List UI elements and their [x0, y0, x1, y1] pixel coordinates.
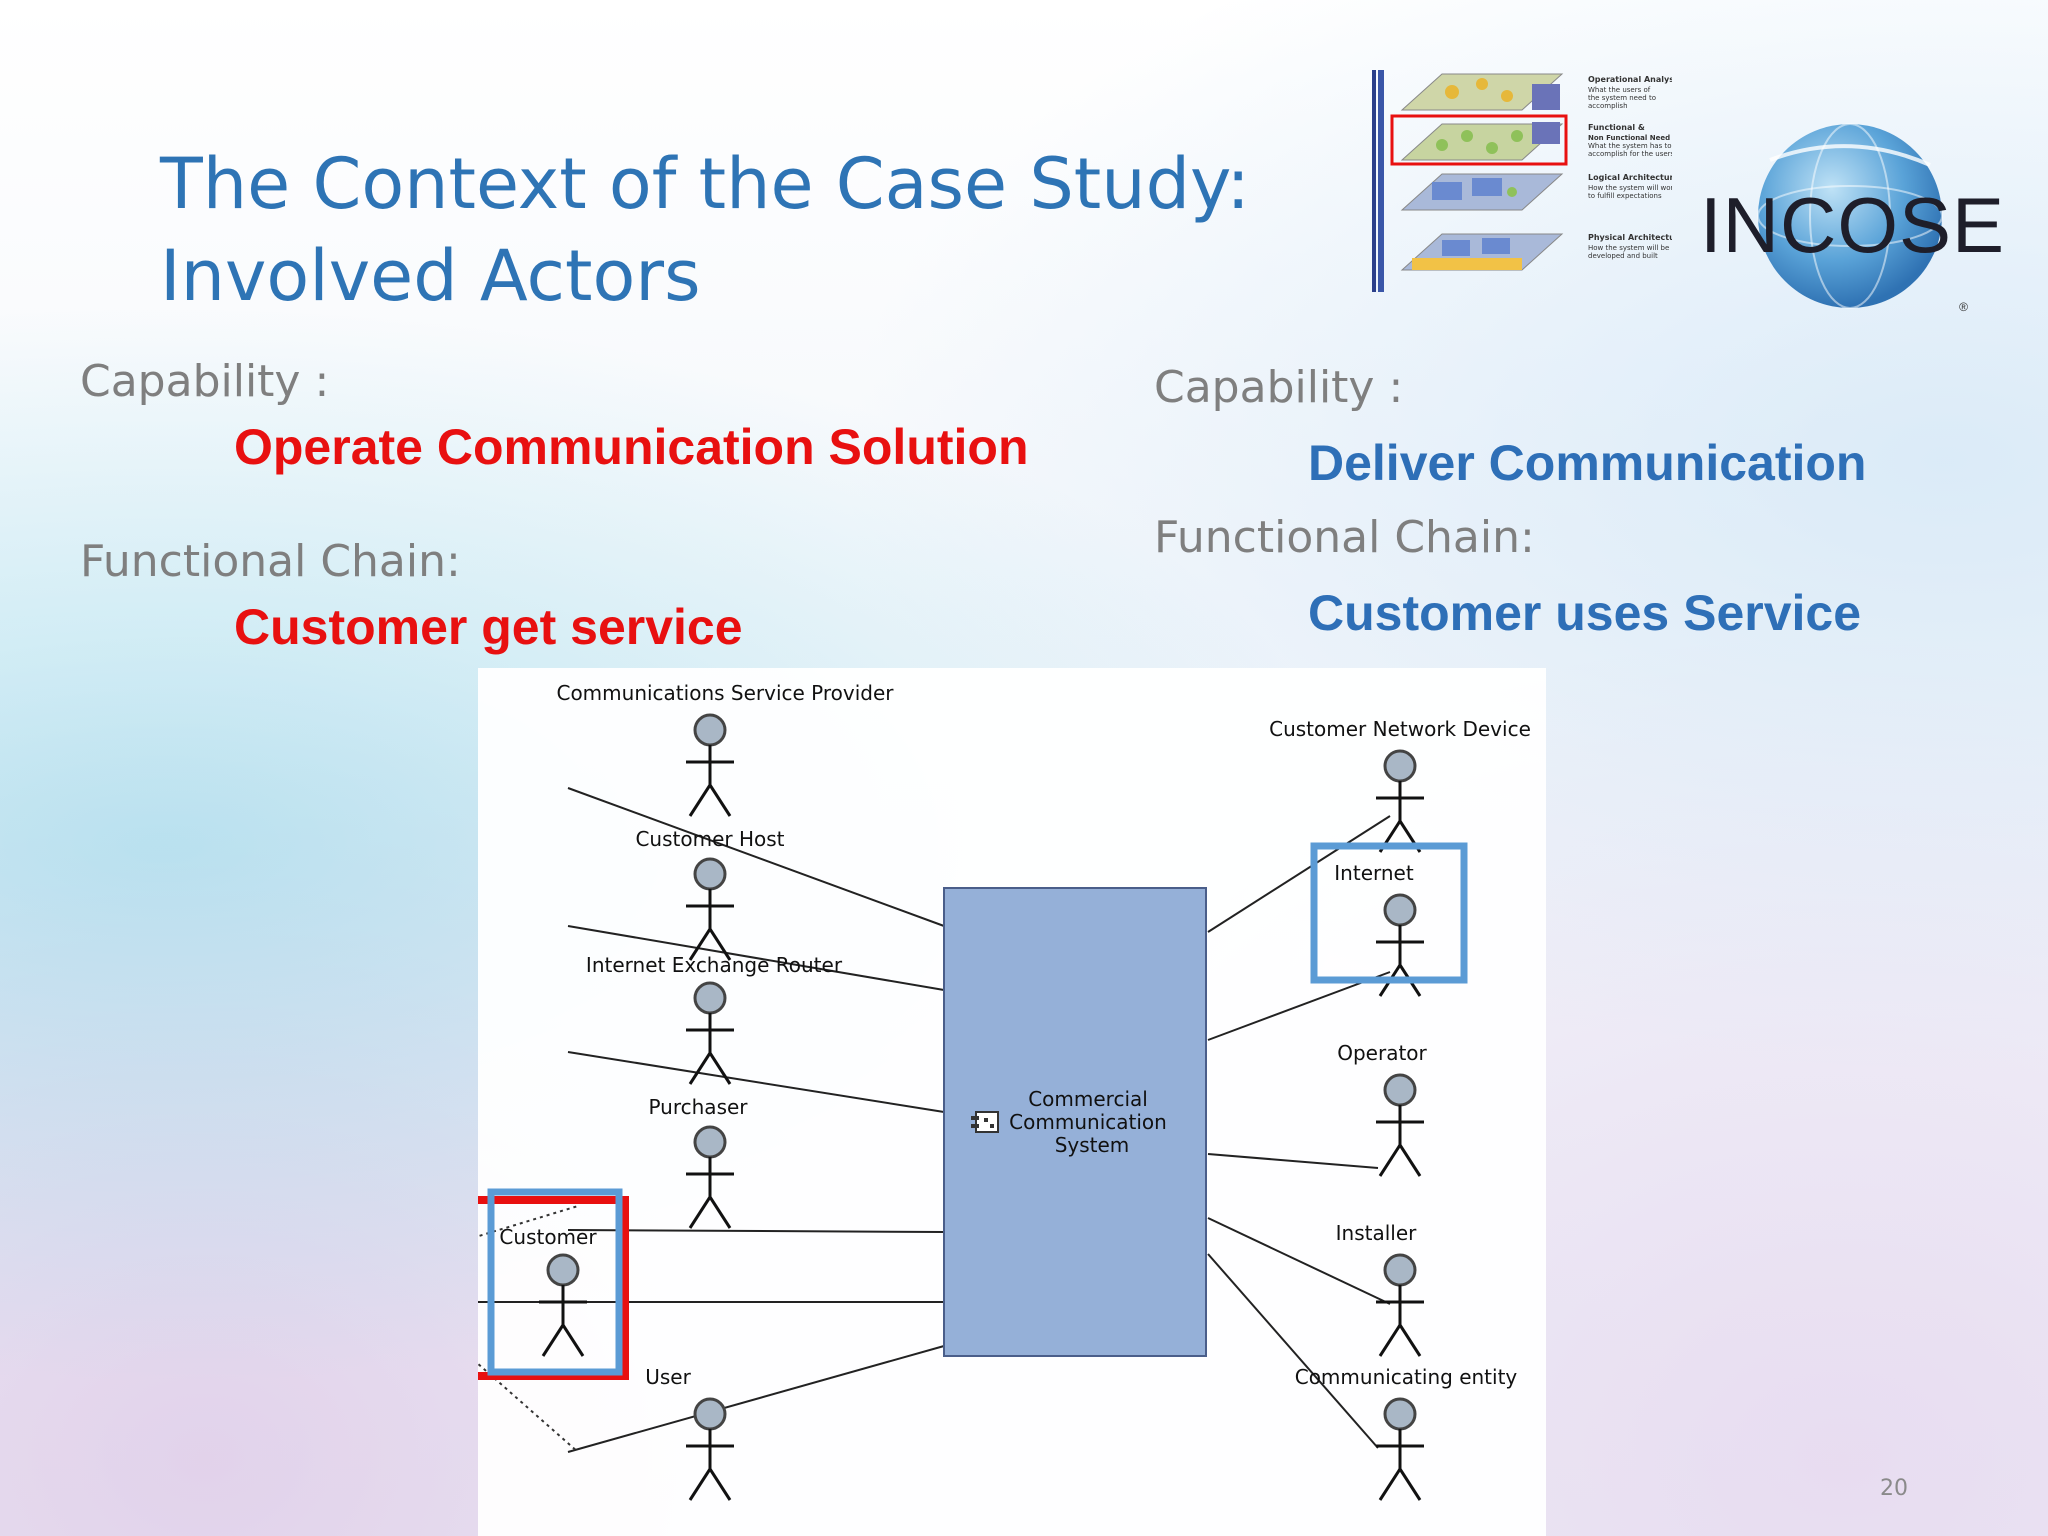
left-chain-label: Functional Chain: [80, 536, 461, 587]
caption-sub: What the system has to [1588, 142, 1672, 150]
link-purchaser [567, 1229, 945, 1233]
title-line-1: The Context of the Case Study: [160, 143, 1250, 225]
link-entity [1207, 1253, 1379, 1449]
layer-node [1476, 78, 1488, 90]
actor-cnd[interactable] [1374, 749, 1426, 854]
customer-highlight-red [478, 1196, 629, 1380]
layer-block [1432, 182, 1462, 200]
link-installer [1207, 1217, 1391, 1305]
actor-diagram: Commercial Communication System Communic… [478, 681, 1531, 1502]
actor-installer[interactable] [1374, 1253, 1426, 1358]
actor-label-customer: Customer [499, 1225, 597, 1249]
caption-sub: accomplish [1588, 102, 1628, 110]
actor-entity[interactable] [1374, 1397, 1426, 1502]
actor-operator[interactable] [1374, 1073, 1426, 1178]
layers-side-bar [1372, 70, 1376, 292]
layer-physical-bar [1412, 258, 1522, 270]
caption-sub: accomplish for the users [1588, 150, 1672, 158]
caption-sub: Non Functional Need [1588, 134, 1670, 142]
right-chain-value: Customer uses Service [1308, 585, 1862, 641]
right-capability-value: Deliver Communication [1308, 435, 1867, 491]
actor-label-entity: Communicating entity [1295, 1365, 1518, 1389]
link-host [567, 925, 945, 991]
caption-sub: developed and built [1588, 252, 1658, 260]
layer-block [1482, 238, 1510, 254]
generalization-lines [478, 1205, 579, 1453]
title-line-2: Involved Actors [160, 235, 701, 317]
globe-icon [1757, 123, 1943, 309]
layer-block [1532, 122, 1560, 144]
caption-sub: the system need to [1588, 94, 1656, 102]
actor-label-host: Customer Host [635, 827, 784, 851]
registered-mark: ® [1959, 300, 1968, 314]
actor-label-cnd: Customer Network Device [1269, 717, 1531, 741]
left-capability-label: Capability : [80, 356, 330, 407]
actor-label-purchaser: Purchaser [648, 1095, 748, 1119]
link-csp [567, 787, 945, 927]
incose-wordmark: INCOSE [1700, 181, 2006, 269]
arcadia-layers-figure: Operational Analysis What the users of t… [1372, 70, 1672, 292]
association-lines [478, 787, 1391, 1453]
actor-label-csp: Communications Service Provider [556, 681, 894, 705]
actor-purchaser[interactable] [684, 1125, 736, 1230]
link-operator [1207, 1153, 1379, 1169]
slide-title: The Context of the Case Study: Involved … [160, 138, 1340, 322]
actor-csp[interactable] [684, 713, 736, 818]
system-name-line3: System [1055, 1133, 1130, 1157]
caption-heading: Logical Architecture [1588, 173, 1672, 182]
caption-sub: How the system will work [1588, 184, 1672, 192]
generalization-user [478, 1362, 579, 1453]
generalization-purchaser [478, 1205, 579, 1238]
layer-node [1507, 187, 1517, 197]
link-user [567, 1345, 945, 1453]
actor-label-installer: Installer [1336, 1221, 1418, 1245]
left-capability-value: Operate Communication Solution [234, 419, 1029, 475]
actor-user[interactable] [684, 1397, 736, 1502]
right-capability-label: Capability : [1154, 362, 1404, 413]
left-chain-value: Customer get service [234, 599, 743, 655]
right-chain-label: Functional Chain: [1154, 512, 1535, 563]
actor-label-user: User [645, 1365, 691, 1389]
layer-block [1472, 178, 1502, 196]
layer-node [1445, 85, 1459, 99]
actor-host[interactable] [684, 857, 736, 962]
layer-node [1461, 130, 1473, 142]
layers-side-bar-2 [1378, 70, 1384, 292]
caption-sub: to fulfill expectations [1588, 192, 1662, 200]
actor-label-operator: Operator [1337, 1041, 1427, 1065]
layer-block [1532, 84, 1560, 110]
actor-customer[interactable] [537, 1253, 589, 1358]
layer-operational [1400, 73, 1564, 111]
layer-block [1442, 240, 1470, 256]
actor-diagram-panel: Commercial Communication System Communic… [478, 668, 1546, 1536]
caption-heading: Physical Architecture [1588, 233, 1672, 242]
layers-highlight-box [1390, 114, 1568, 166]
layer-node [1501, 90, 1513, 102]
caption-sub: What the users of [1588, 86, 1651, 94]
link-cnd [1207, 815, 1391, 933]
system-name-line2: Communication [1009, 1110, 1167, 1134]
incose-logo: INCOSE ® [1700, 120, 2006, 314]
actor-label-internet: Internet [1334, 861, 1414, 885]
layer-node [1511, 130, 1523, 142]
layer-node [1436, 139, 1448, 151]
caption-sub: How the system will be [1588, 244, 1669, 252]
layer-node [1486, 142, 1498, 154]
caption-heading: Functional & [1588, 123, 1645, 132]
internet-highlight-blue [1310, 842, 1468, 984]
caption-heading: Operational Analysis [1588, 75, 1672, 84]
system-name-line1: Commercial [1028, 1087, 1148, 1111]
link-router [567, 1051, 945, 1113]
actor-router[interactable] [684, 981, 736, 1086]
page-number: 20 [1880, 1476, 1908, 1501]
component-icon [971, 1111, 999, 1133]
actor-label-router: Internet Exchange Router [586, 953, 843, 977]
customer-highlight-blue [487, 1188, 623, 1376]
